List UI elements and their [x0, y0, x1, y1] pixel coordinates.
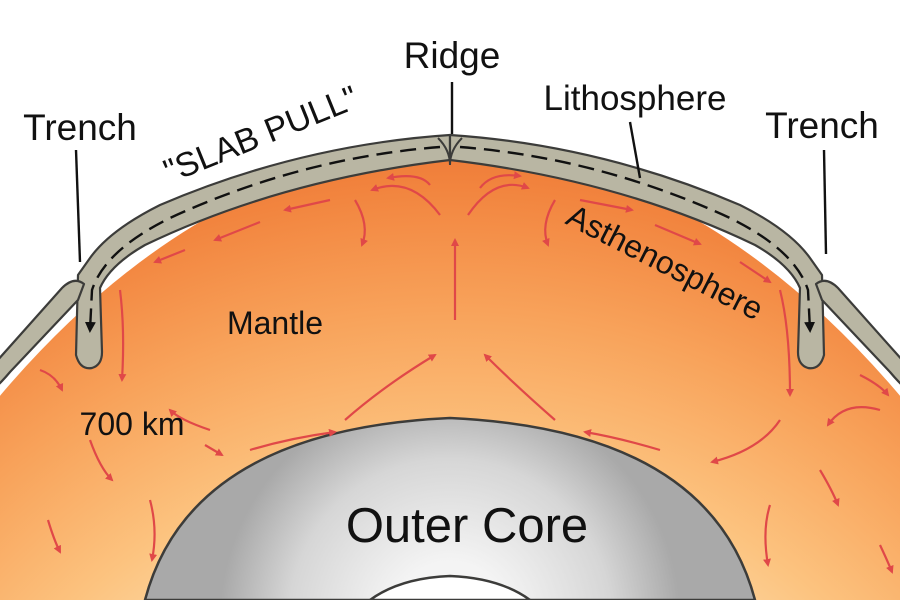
left-outer-plate [0, 279, 86, 385]
trench-right-label: Trench [765, 105, 879, 146]
plate-arrow-right [459, 145, 816, 333]
trench-left-label: Trench [23, 107, 137, 148]
ridge-label: Ridge [404, 35, 501, 76]
lithosphere-leader [628, 121, 642, 179]
inner-core [367, 574, 533, 600]
lithosphere-label: Lithosphere [544, 79, 727, 118]
right-outer-plate [814, 279, 900, 385]
plate-arrow-left [84, 145, 441, 333]
ridge-notch [437, 137, 463, 166]
convection-arrows [39, 171, 894, 574]
trench-right-leader [822, 149, 828, 255]
depth-label: 700 km [80, 406, 185, 442]
outer-core [143, 416, 757, 600]
trench-left-leader [74, 149, 82, 263]
outer-core-label: Outer Core [346, 499, 588, 553]
mantle-label: Mantle [227, 305, 323, 341]
